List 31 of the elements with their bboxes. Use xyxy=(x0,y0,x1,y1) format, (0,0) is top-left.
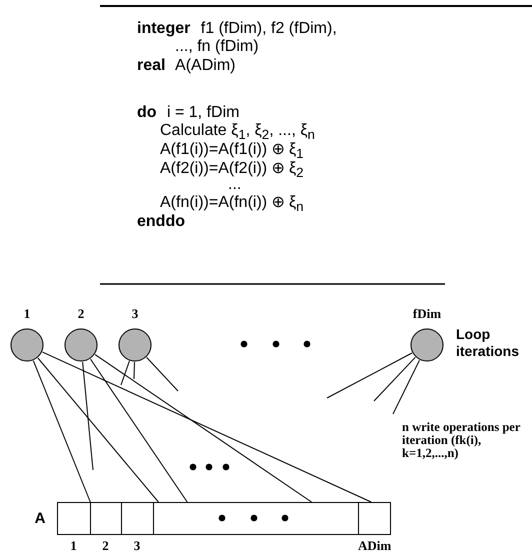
connector-line xyxy=(374,356,416,402)
code-line: ..., fn (fDim) xyxy=(175,38,259,56)
connector-line xyxy=(392,360,420,414)
code-line: integer f1 (fDim), f2 (fDim), xyxy=(137,20,337,38)
connector-line xyxy=(32,360,91,502)
axis-label: Loop iterations xyxy=(456,326,520,360)
connector-line xyxy=(120,360,130,386)
index-label: 3 xyxy=(132,539,142,553)
code-line: A(f1(i))=A(f1(i)) ⊕ ξ$_{1}$ xyxy=(160,141,304,162)
connector-line xyxy=(94,354,312,502)
index-label: 1 xyxy=(69,539,78,553)
iteration-number: fDim xyxy=(412,307,442,321)
connector-line xyxy=(134,362,135,380)
index-label: 2 xyxy=(101,539,110,553)
code-line: real A(ADim) xyxy=(137,57,236,75)
connector-line xyxy=(42,352,372,502)
annotation-text: n write operations per iteration (fk(i), k=1,2,...,n) xyxy=(402,421,522,460)
connector-line xyxy=(82,361,94,470)
array-name: A xyxy=(34,510,46,527)
connector-line xyxy=(37,358,159,502)
connector-line xyxy=(326,352,412,398)
iteration-number: 2 xyxy=(76,307,86,321)
code-line: A(fn(i))=A(fn(i)) ⊕ ξ$_{n}$ xyxy=(160,194,304,214)
iteration-number: 1 xyxy=(22,307,32,321)
index-label: ADim xyxy=(358,539,391,553)
code-line: Calculate ξ$_{1}$, ξ$_{2}$, ..., ξ$_{n}$ xyxy=(160,122,315,142)
connector-line xyxy=(146,356,178,392)
code-line: do i = 1, fDim xyxy=(137,104,240,122)
code-line: enddo xyxy=(137,213,186,231)
connector-line xyxy=(90,358,188,502)
iteration-number: 3 xyxy=(130,307,140,321)
